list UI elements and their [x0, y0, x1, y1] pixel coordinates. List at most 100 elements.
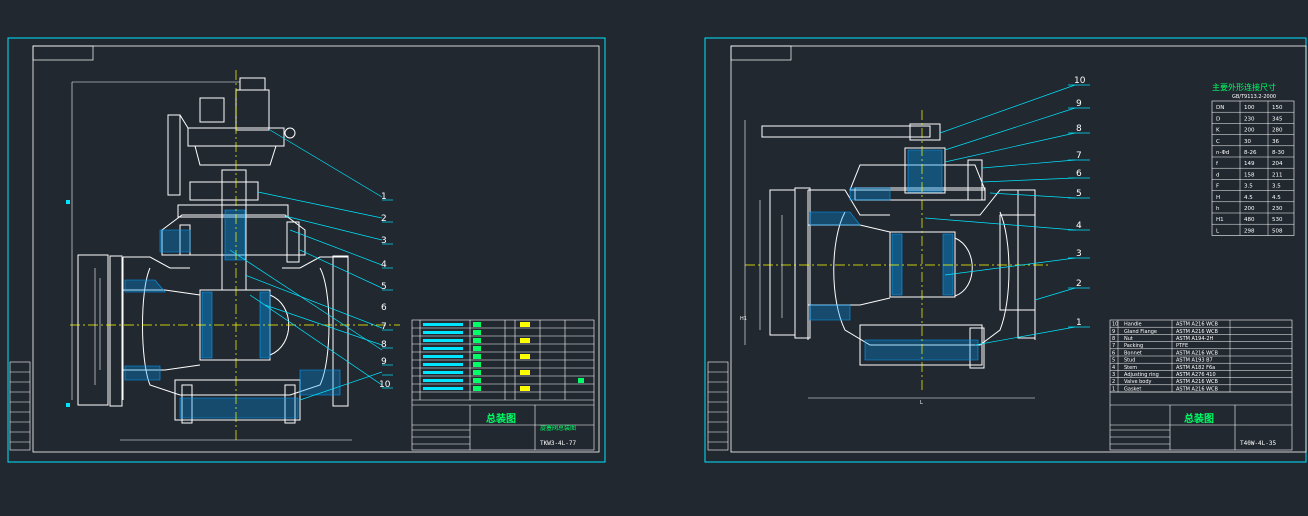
left-title-block-title: 总装图 [486, 412, 516, 425]
dim-table-cell: K [1216, 128, 1220, 134]
bom-cell-no: 8 [1112, 336, 1115, 342]
dim-table-cell: 200 [1244, 128, 1255, 134]
dim-table-cell: f [1216, 161, 1219, 167]
bom-cell-part: Stud [1124, 358, 1135, 364]
left-corner-tag [32, 45, 94, 61]
bom-cell-no: 7 [1112, 343, 1115, 349]
right-part-label-8: 8 [1076, 124, 1082, 134]
dim-table-cell: 345 [1272, 116, 1283, 122]
left-margin-block [9, 361, 31, 451]
dim-table-cell: L [1216, 228, 1220, 234]
left-part-label-9: 9 [381, 357, 387, 367]
dim-table-cell: 8-30 [1272, 150, 1285, 156]
right-leader-lines [924, 84, 1090, 346]
right-dimension-lines [744, 120, 1035, 399]
dim-table-title: 主要外形连接尺寸 [1212, 82, 1276, 92]
left-part-label-5: 5 [381, 282, 387, 292]
dim-table-cell: h [1216, 206, 1220, 212]
bom-cell-part: Adjusting ring [1124, 372, 1159, 378]
bom-cell-material: ASTM A276 410 [1176, 372, 1216, 378]
bom-cell-part: Handle [1124, 322, 1142, 328]
left-drawing-sheet[interactable]: 1 2 3 4 5 6 7 8 9 10 [7, 37, 606, 463]
right-part-label-2: 2 [1076, 279, 1082, 289]
left-leader-lines [229, 129, 393, 401]
right-dim-label-L: L [920, 400, 923, 406]
bom-cell-material: ASTM A216 WCB [1176, 386, 1219, 392]
bom-cell-no: 4 [1112, 365, 1115, 371]
bom-cell-no: 1 [1112, 386, 1115, 392]
dim-table-cell: 3.5 [1244, 184, 1253, 190]
bom-cell-part: Gasket [1124, 386, 1141, 392]
right-centerlines [745, 110, 1050, 390]
bom-cell-no: 9 [1112, 329, 1115, 335]
bom-cell-material: PTFE [1176, 343, 1188, 349]
bom-cell-material: ASTM A193 B7 [1176, 358, 1213, 364]
dim-table-cell: d [1216, 172, 1220, 178]
right-part-label-9: 9 [1076, 99, 1082, 109]
dim-table-cell: 8-26 [1244, 150, 1257, 156]
bom-cell-material: ASTM A216 WCB [1176, 322, 1219, 328]
right-part-label-6: 6 [1076, 169, 1082, 179]
left-title-block-subtitle: 旋塞阀总装图 [540, 424, 576, 432]
dim-table-cell: 211 [1272, 172, 1283, 178]
dim-table-cell: F [1216, 184, 1219, 190]
right-part-label-4: 4 [1076, 221, 1082, 231]
bom-cell-material: ASTM A216 WCB [1176, 379, 1219, 385]
left-part-label-6: 6 [381, 303, 387, 313]
bom-cell-material: ASTM A194-2H [1176, 336, 1214, 342]
left-outer-frame [7, 37, 606, 463]
left-part-label-4: 4 [381, 260, 387, 270]
right-title-block-drawing-no: T40W-4L-35 [1240, 440, 1277, 447]
right-section-hatching [809, 149, 979, 361]
right-margin-block [707, 361, 729, 451]
dim-table-cell: 204 [1272, 161, 1283, 167]
bom-cell-part: Nut [1124, 336, 1133, 342]
left-bom-text-lines [423, 323, 463, 390]
bom-cell-part: Valve body [1124, 379, 1152, 385]
bom-cell-part: Gland Flange [1124, 329, 1157, 335]
dim-table-cell: 4.5 [1244, 195, 1253, 201]
bom-cell-part: Stem [1124, 365, 1137, 371]
dim-table-cell: 480 [1244, 217, 1255, 223]
right-part-label-3: 3 [1076, 249, 1082, 259]
dim-table-cell: 100 [1244, 105, 1255, 111]
bom-cell-material: ASTM A216 WCB [1176, 350, 1219, 356]
dim-table-cell: 149 [1244, 161, 1255, 167]
dim-table-cell: 200 [1244, 206, 1255, 212]
dim-table-cell: 3.5 [1272, 184, 1281, 190]
bom-cell-material: ASTM A216 WCB [1176, 329, 1219, 335]
dim-table-cell: 508 [1272, 228, 1283, 234]
right-part-label-5: 5 [1076, 189, 1082, 199]
left-part-label-10: 10 [379, 380, 391, 390]
dim-table-cell: 530 [1272, 217, 1283, 223]
right-inner-frame [730, 45, 1307, 453]
right-part-number-labels: 10 9 8 7 6 5 4 3 2 1 [1074, 76, 1086, 328]
left-centerlines [70, 70, 400, 440]
bom-cell-part: Packing [1124, 343, 1143, 349]
dim-table-cell: 230 [1272, 206, 1283, 212]
dim-table-cell: 158 [1244, 172, 1255, 178]
left-title-block-drawing-no: TKW3-4L-77 [540, 440, 577, 447]
bom-cell-no: 5 [1112, 358, 1115, 364]
dim-table-subtitle: GB/T9113.2-2000 [1232, 94, 1276, 100]
left-part-label-7: 7 [381, 322, 387, 332]
left-section-hatching [124, 209, 341, 419]
dim-table-cell: 150 [1272, 105, 1283, 111]
right-part-label-7: 7 [1076, 151, 1082, 161]
dim-table-cell: H1 [1216, 217, 1224, 223]
dim-table-cell: D [1216, 116, 1220, 122]
left-part-label-3: 3 [381, 236, 387, 246]
right-drawing-sheet[interactable]: L H1 10 9 8 [704, 37, 1307, 463]
left-inner-frame [32, 45, 600, 453]
left-part-number-labels: 1 2 3 4 5 6 7 8 9 10 [379, 192, 391, 390]
dim-table-cell: 4.5 [1272, 195, 1281, 201]
dim-table-cell: H [1216, 195, 1220, 201]
left-part-label-2: 2 [381, 214, 387, 224]
left-bom-marks [473, 322, 584, 391]
bom-cell-no: 10 [1112, 322, 1118, 328]
right-corner-tag [730, 45, 792, 61]
dim-table-cell: 36 [1272, 139, 1279, 145]
